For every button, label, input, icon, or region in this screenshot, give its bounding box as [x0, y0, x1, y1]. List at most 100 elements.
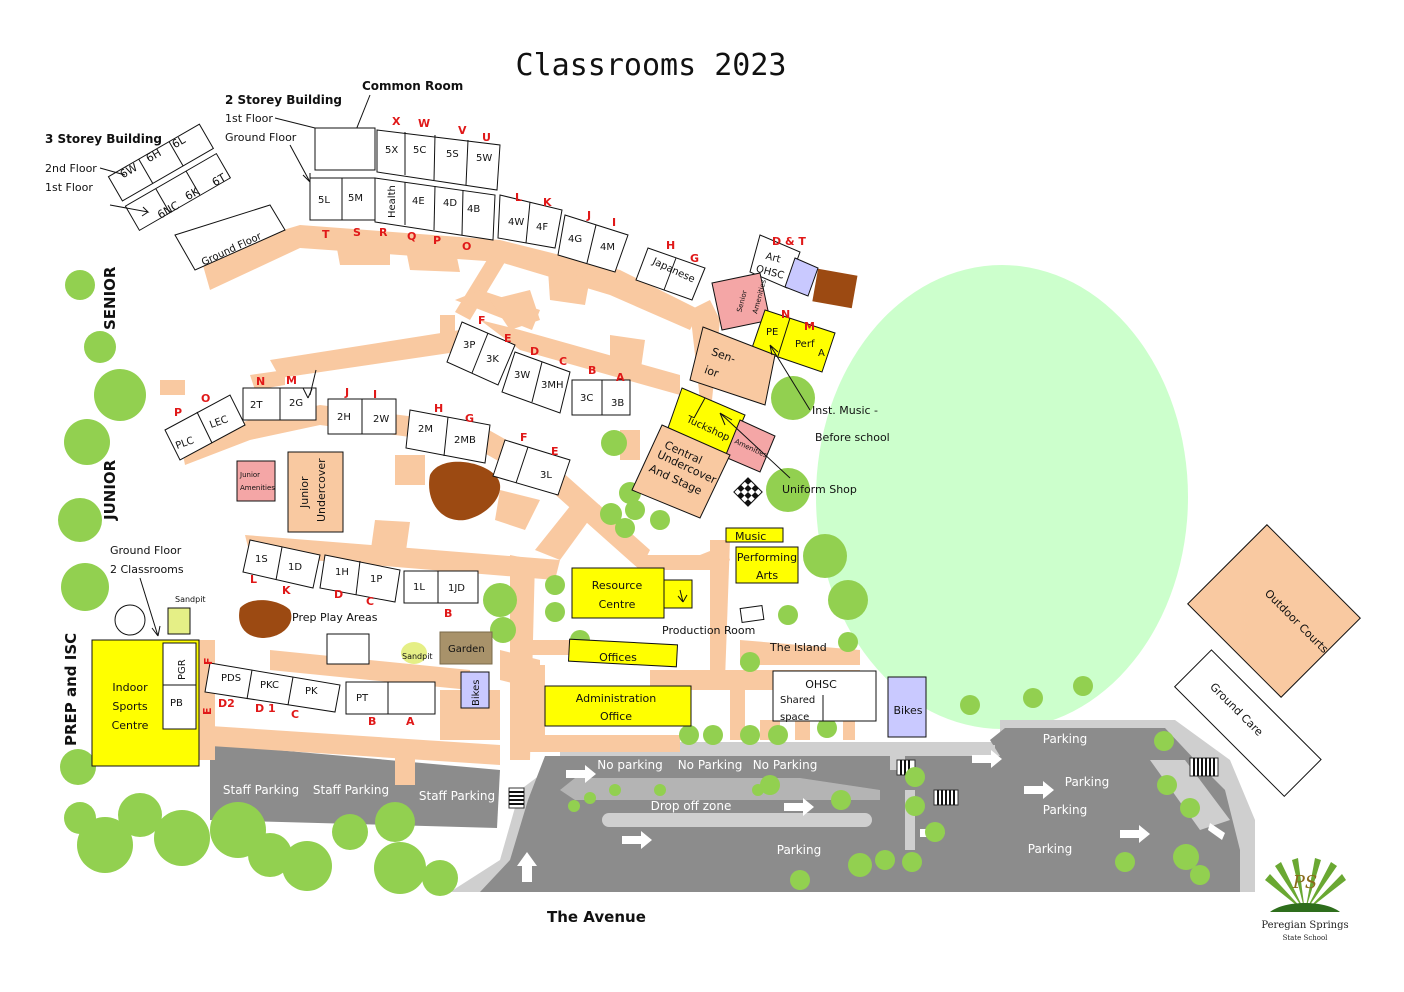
room-PGR: PGR: [177, 659, 188, 680]
arrow-icon: [1208, 823, 1225, 840]
section-letters: X W V U T S R Q P O L K J I H G D & T N …: [174, 115, 815, 728]
perf-arts-1: Performing: [737, 551, 797, 564]
bikes-shed-east: [887, 676, 927, 738]
room-1S: 1S: [255, 554, 268, 565]
staff-parking-3: Staff Parking: [419, 789, 495, 803]
bikes-shed-west: [460, 671, 490, 709]
resource-2: Centre: [599, 598, 636, 611]
water-tank: [114, 604, 146, 636]
svg-text:P: P: [433, 234, 441, 247]
junior-undercover-2: Undercover: [315, 458, 328, 522]
svg-text:F: F: [520, 431, 528, 444]
checkered-flag-icon: [733, 477, 763, 507]
ground-care: [1173, 649, 1322, 798]
room-PDS: PDS: [221, 673, 241, 684]
svg-text:K: K: [543, 196, 552, 209]
svg-text:L: L: [515, 191, 522, 204]
admin-2: Office: [600, 710, 632, 723]
svg-text:E: E: [201, 707, 214, 715]
junior-undercover-1: Junior: [298, 476, 311, 509]
label-senior: SENIOR: [101, 266, 119, 330]
row-4W: 4W 4F 4G 4M: [497, 194, 629, 273]
junior-amenities-2: Amenities: [240, 484, 275, 492]
label-2nd-floor: 2nd Floor: [45, 162, 97, 175]
svg-text:E: E: [551, 445, 559, 458]
room-2G: 2G: [289, 398, 303, 409]
svg-text:E: E: [504, 332, 512, 345]
label-the-avenue: The Avenue: [547, 908, 646, 926]
junior-amenities-1: Junior: [239, 471, 260, 479]
inst-music-1: Inst. Music -: [812, 404, 878, 417]
svg-text:D: D: [530, 345, 539, 358]
amenities: [724, 419, 776, 473]
parking-label-2: Parking: [1043, 732, 1088, 746]
sandpit-east-label: Sandpit: [402, 652, 433, 661]
room-3C: 3C: [580, 393, 593, 404]
room-5X: 5X: [385, 145, 398, 156]
svg-text:O: O: [201, 392, 210, 405]
room-PB-box: [162, 684, 197, 730]
svg-text:G: G: [465, 412, 474, 425]
svg-text:K: K: [282, 584, 291, 597]
room-2W: 2W: [373, 414, 389, 425]
room-2MB: 2MB: [454, 435, 476, 446]
svg-text:C: C: [291, 708, 299, 721]
room-1D: 1D: [288, 562, 302, 573]
room-5W: 5W: [476, 153, 492, 164]
sandpit-west: [167, 607, 191, 635]
svg-text:B: B: [444, 607, 452, 620]
svg-text:O: O: [462, 240, 471, 253]
outdoor-courts: [1187, 524, 1361, 698]
svg-text:M: M: [286, 374, 297, 387]
svg-text:D: D: [334, 588, 343, 601]
logo-name: Peregian Springs: [1261, 920, 1348, 931]
resource-centre: [571, 567, 665, 619]
svg-text:T: T: [322, 228, 330, 241]
indoor-1: Indoor: [112, 681, 148, 694]
music-room: [725, 527, 784, 543]
ohsc-shared-2: space: [780, 712, 809, 723]
production-room-label: Production Room: [662, 624, 755, 637]
upper-row-5: 5X 5C 5S 5W: [376, 129, 501, 191]
svg-text:S: S: [353, 226, 361, 239]
room-3W: 3W: [514, 370, 530, 381]
room-4G: 4G: [568, 234, 582, 245]
svg-text:N: N: [781, 308, 790, 321]
logo-monogram: PS: [1292, 872, 1317, 893]
the-island: The Island: [769, 641, 827, 654]
arrow-icon: [622, 831, 652, 849]
staff-parking-1: Staff Parking: [223, 783, 299, 797]
label-ground-floor-prep: Ground Floor: [110, 544, 182, 557]
pedestrian-crossings: [508, 757, 1219, 809]
junior-amenities: [236, 460, 276, 502]
arrow-icon: [1024, 781, 1054, 799]
parking-label-5: Parking: [1028, 842, 1073, 856]
room-3MH: 3MH: [541, 380, 564, 391]
room-health: Health: [387, 185, 398, 218]
svg-text:D2: D2: [218, 697, 235, 710]
garden: [439, 631, 493, 665]
room-1H: 1H: [335, 567, 349, 578]
island-kiosk: [739, 604, 765, 624]
room-5M: 5M: [348, 193, 363, 204]
room-3K: 3K: [486, 354, 499, 365]
admin-1: Administration: [576, 692, 657, 705]
svg-text:A: A: [616, 371, 625, 384]
senior-block: [689, 326, 776, 406]
uniform-shop: Uniform Shop: [782, 483, 857, 496]
inst-music-2: Before school: [815, 431, 890, 444]
label-common-room: Common Room: [362, 79, 463, 93]
mound: [239, 600, 292, 638]
garden-label: Garden: [448, 644, 485, 655]
3-storey-building: 6W 6H 6L 6NC 6K 6T Ground Floor: [107, 123, 286, 271]
room-6K: 6K: [183, 184, 202, 203]
sandpit-west-label: Sandpit: [175, 595, 206, 604]
svg-text:A: A: [406, 715, 415, 728]
label-1st-floor: 1st Floor: [225, 112, 273, 125]
music-label: Music: [735, 530, 766, 543]
art-ohsc: Art OHSC: [749, 234, 819, 297]
room-3L: 3L: [540, 470, 552, 481]
svg-text:N: N: [256, 375, 265, 388]
svg-text:V: V: [458, 124, 467, 137]
